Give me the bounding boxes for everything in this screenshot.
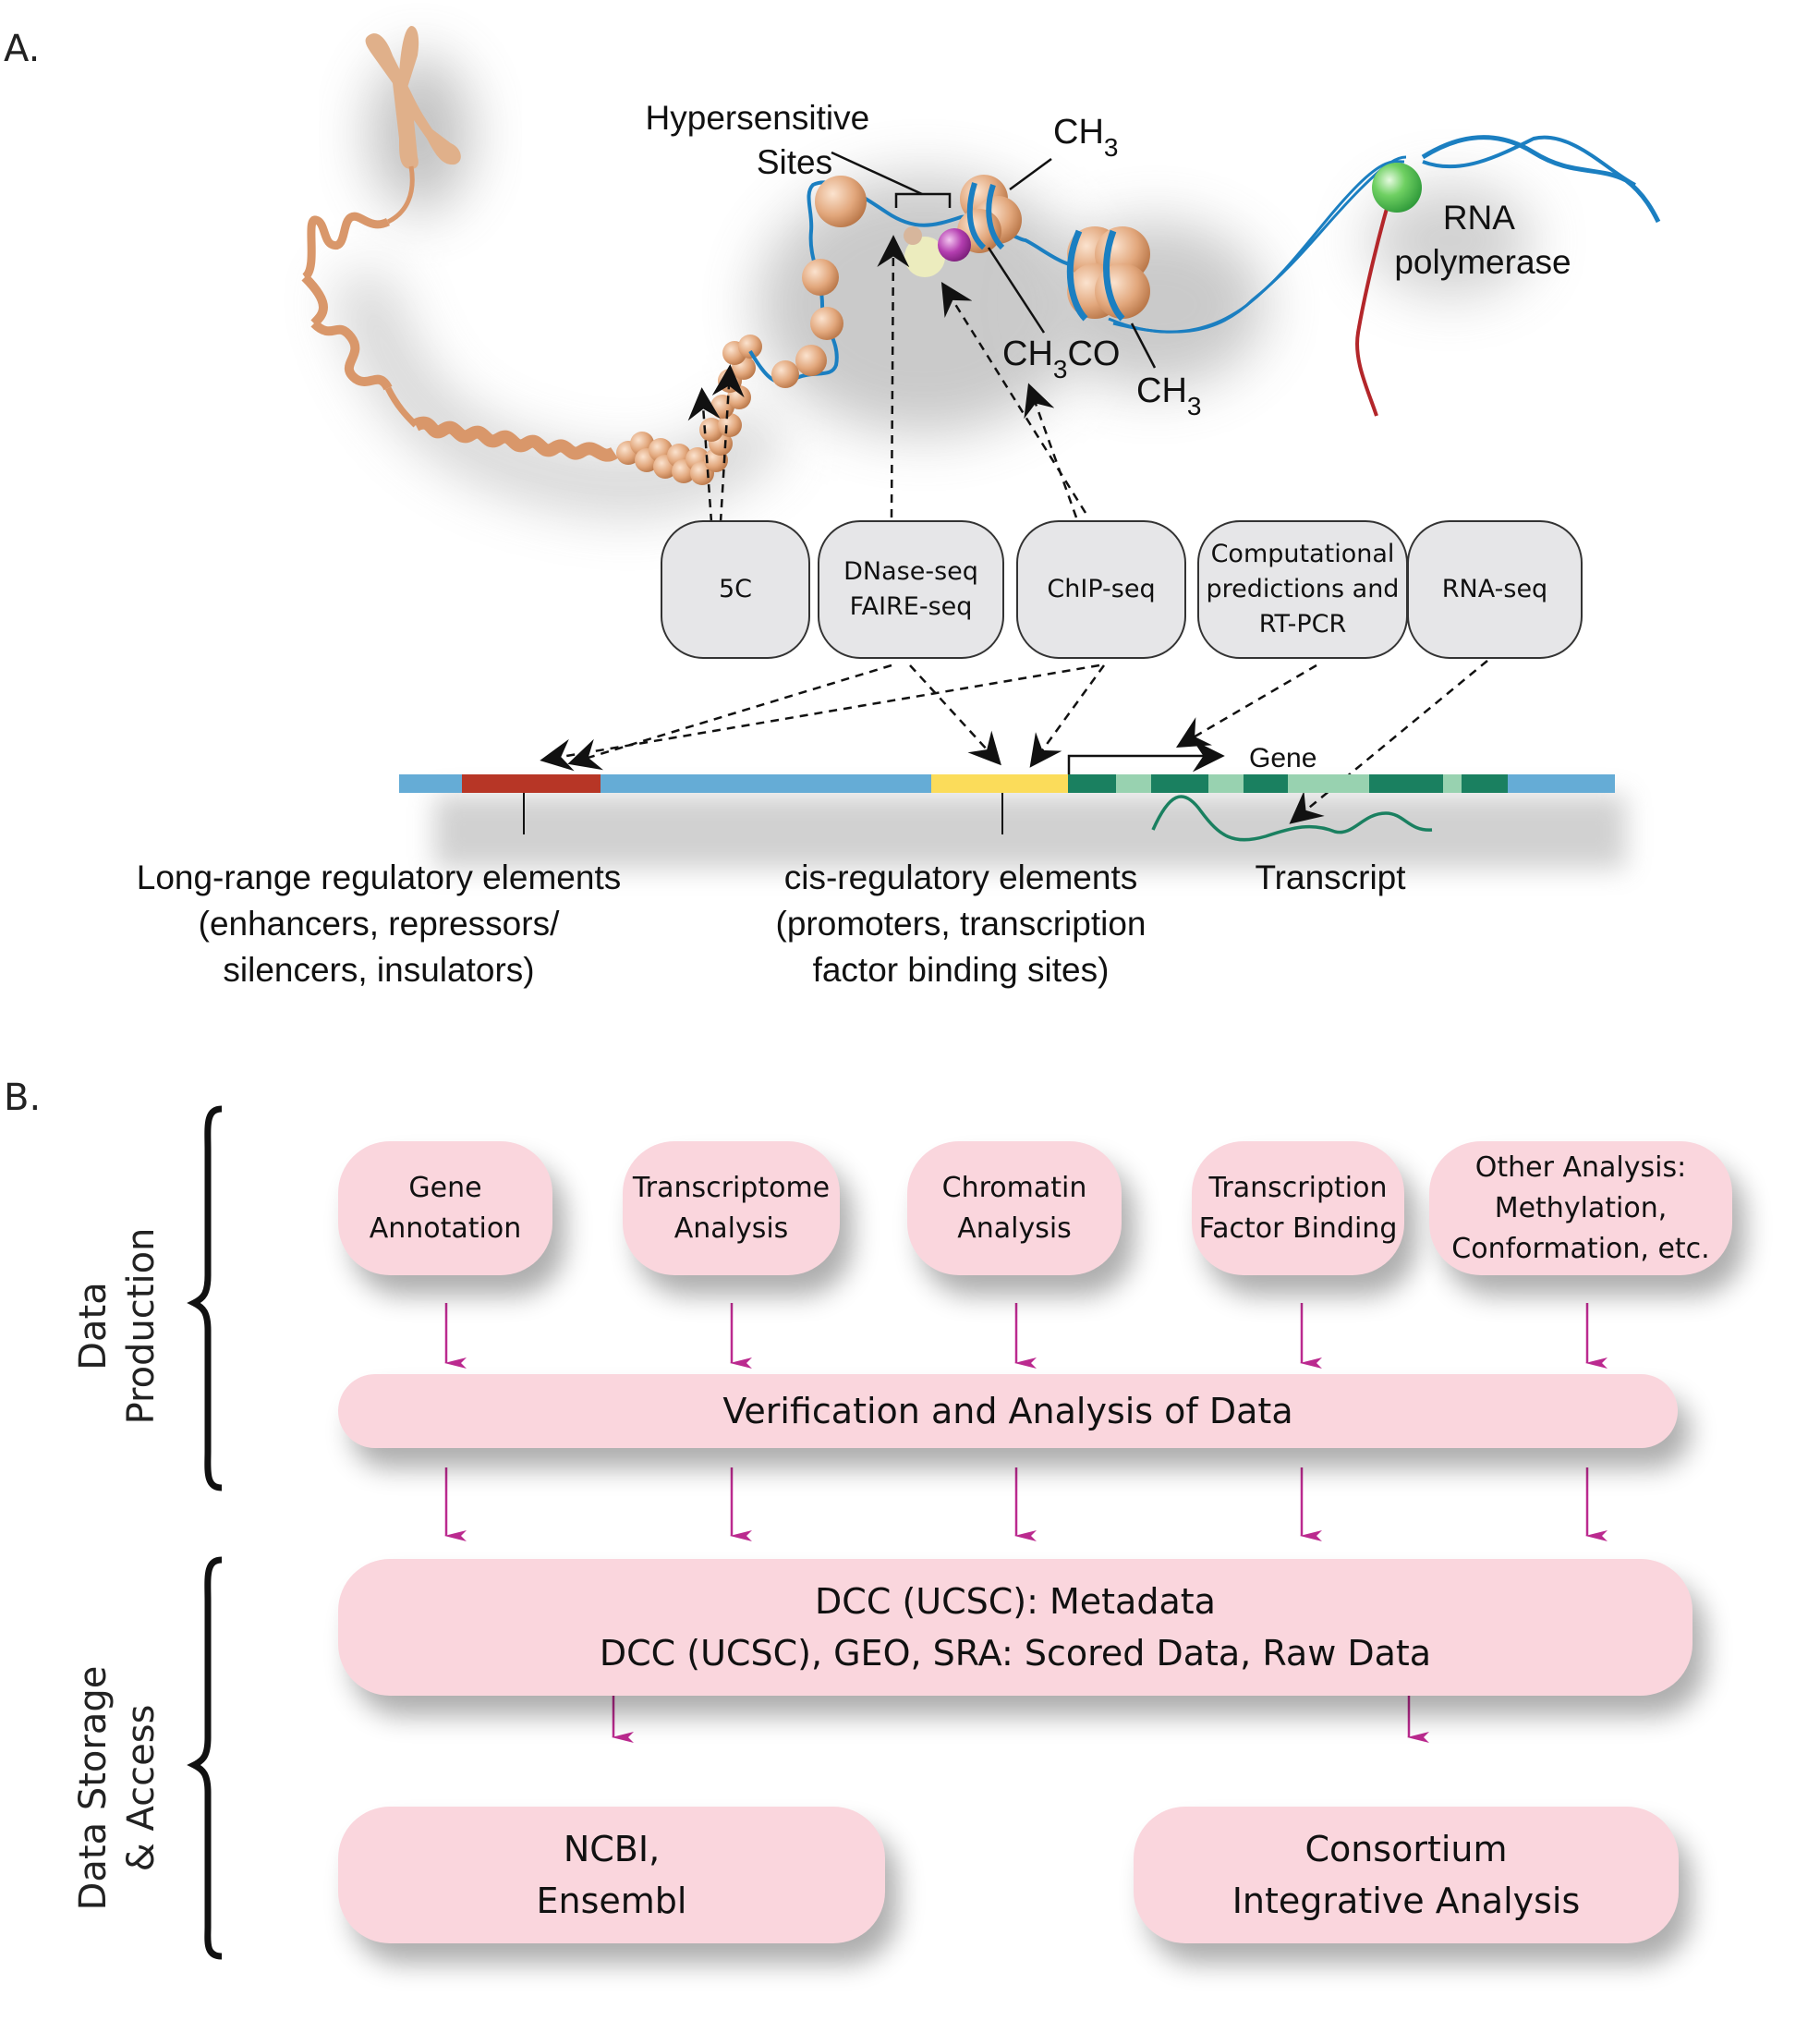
production-box-chromatin: Chromatin Analysis bbox=[907, 1141, 1122, 1275]
data-production-label: Data Production bbox=[72, 1227, 163, 1425]
transcript-wave-icon bbox=[1151, 795, 1433, 842]
tss-arrow-icon bbox=[1067, 739, 1225, 774]
long-range-caption: Long-range regulatory elements (enhancer… bbox=[136, 858, 622, 989]
transcript-caption: Transcript bbox=[1255, 858, 1406, 896]
production-box-gene-annotation: Gene Annotation bbox=[338, 1141, 552, 1275]
nucleosome-string bbox=[748, 175, 1150, 388]
method-arrows bbox=[540, 235, 1488, 824]
chromosome-icon bbox=[365, 26, 461, 169]
output-box-consortium: Consortium Integrative Analysis bbox=[1134, 1807, 1679, 1943]
data-storage-brace bbox=[187, 1556, 223, 1960]
ch3-bottom-label: CH3 bbox=[1136, 371, 1201, 420]
long-range-element-bar bbox=[462, 774, 601, 793]
output-box-ncbi-ensembl: NCBI, Ensembl bbox=[338, 1807, 885, 1943]
method-box-rna-seq: RNA-seq bbox=[1407, 520, 1583, 659]
method-box-5c: 5C bbox=[661, 520, 810, 659]
cis-regulatory-caption: cis-regulatory elements (promoters, tran… bbox=[775, 858, 1147, 989]
production-box-transcriptome: Transcriptome Analysis bbox=[623, 1141, 840, 1275]
dna-helix bbox=[1108, 135, 1661, 417]
method-box-chip-seq: ChIP-seq bbox=[1016, 520, 1186, 659]
rna-polymerase-label: RNA polymerase bbox=[1394, 199, 1571, 281]
verification-box: Verification and Analysis of Data bbox=[338, 1374, 1678, 1448]
data-storage-access-label: Data Storage & Access bbox=[72, 1665, 163, 1911]
production-box-tf-binding: Transcription Factor Binding bbox=[1192, 1141, 1404, 1275]
data-production-brace bbox=[187, 1105, 223, 1491]
cis-element-bar bbox=[931, 774, 1068, 793]
leader-lines bbox=[831, 151, 1157, 369]
dcc-box: DCC (UCSC): Metadata DCC (UCSC), GEO, SR… bbox=[338, 1559, 1693, 1696]
gene-label: Gene bbox=[1249, 743, 1316, 773]
panel-a-label: A. bbox=[4, 28, 41, 70]
ch3-top-label: CH3 bbox=[1053, 113, 1118, 162]
method-box-computational: Computational predictions and RT-PCR bbox=[1197, 520, 1408, 659]
panel-a-illustration: Hypersensitive Sites CH3 CH3CO CH3 RNA p… bbox=[301, 26, 1661, 869]
hypersensitive-sites-label: Hypersensitive Sites bbox=[646, 99, 880, 181]
ch3co-label: CH3CO bbox=[1002, 335, 1120, 383]
rna-polymerase-icon bbox=[1372, 163, 1422, 213]
production-box-other-analysis: Other Analysis: Methylation, Conformatio… bbox=[1429, 1141, 1732, 1275]
method-box-dnase-faire: DNase-seq FAIRE-seq bbox=[818, 520, 1004, 659]
panel-b-label: B. bbox=[4, 1077, 42, 1119]
genome-track bbox=[399, 739, 1615, 842]
chromatin-fiber bbox=[301, 165, 618, 462]
